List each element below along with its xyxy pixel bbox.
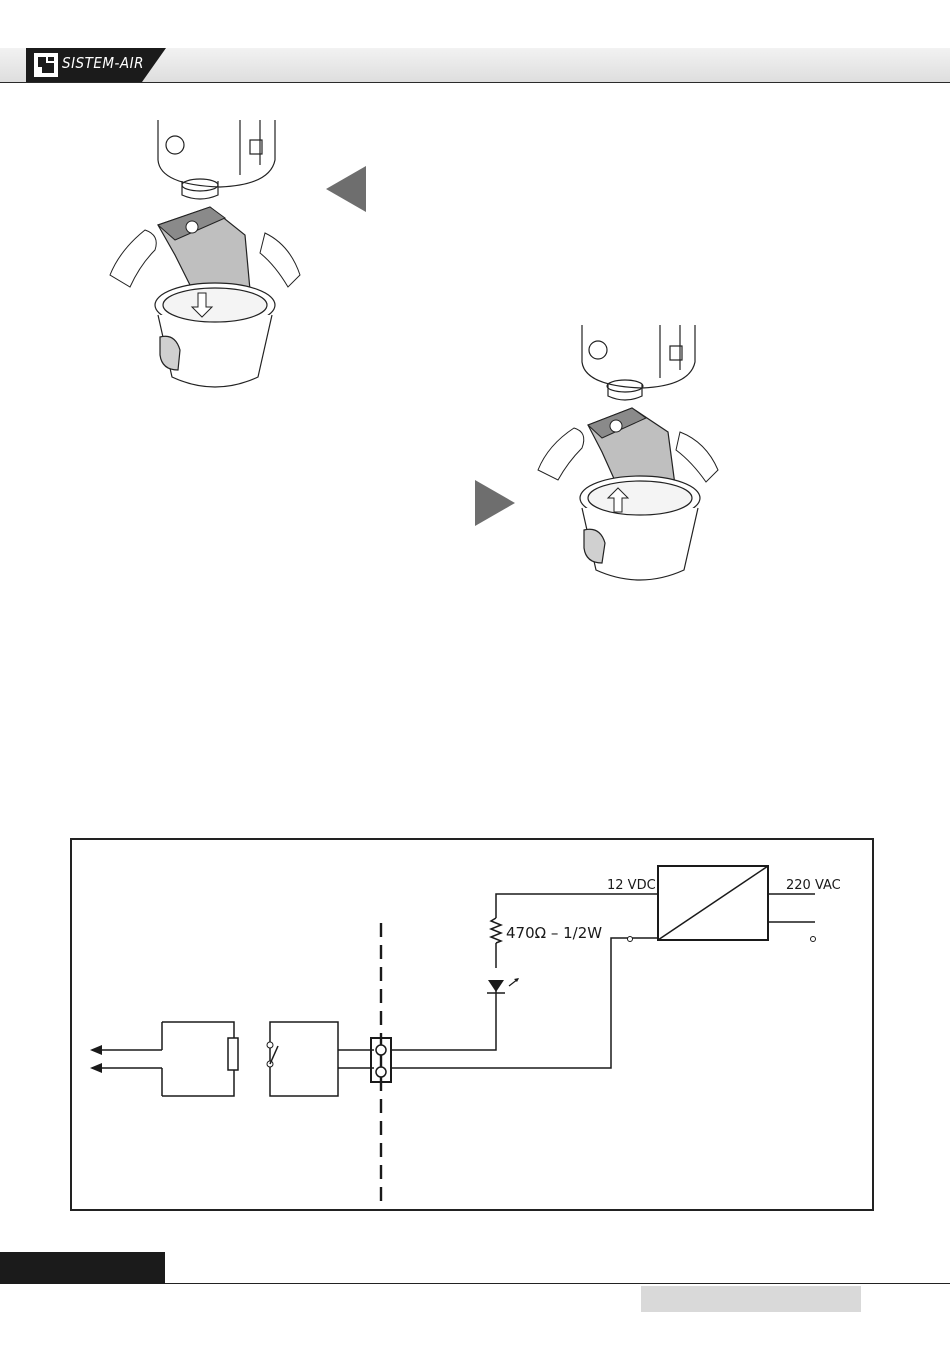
supply-dc-label: 12 VDC xyxy=(607,878,656,893)
bag-removal-illustration xyxy=(100,115,310,400)
step-arrow-right-icon xyxy=(475,480,515,526)
brand-name: SISTEM-AIR xyxy=(62,54,144,72)
footer-label-box xyxy=(641,1286,861,1312)
supply-ac-label: 220 VAC xyxy=(786,878,841,893)
footer-rule xyxy=(165,1283,950,1284)
footer-page-tab xyxy=(0,1252,165,1284)
wiring-diagram: 12 VDC 220 VAC 470Ω – 1/2W xyxy=(70,838,874,1211)
resistor-label: 470Ω – 1/2W xyxy=(506,924,602,942)
bag-install-illustration xyxy=(530,320,740,590)
step-arrow-left-icon xyxy=(326,166,366,212)
brand-logo: SISTEM-AIR xyxy=(26,48,166,82)
